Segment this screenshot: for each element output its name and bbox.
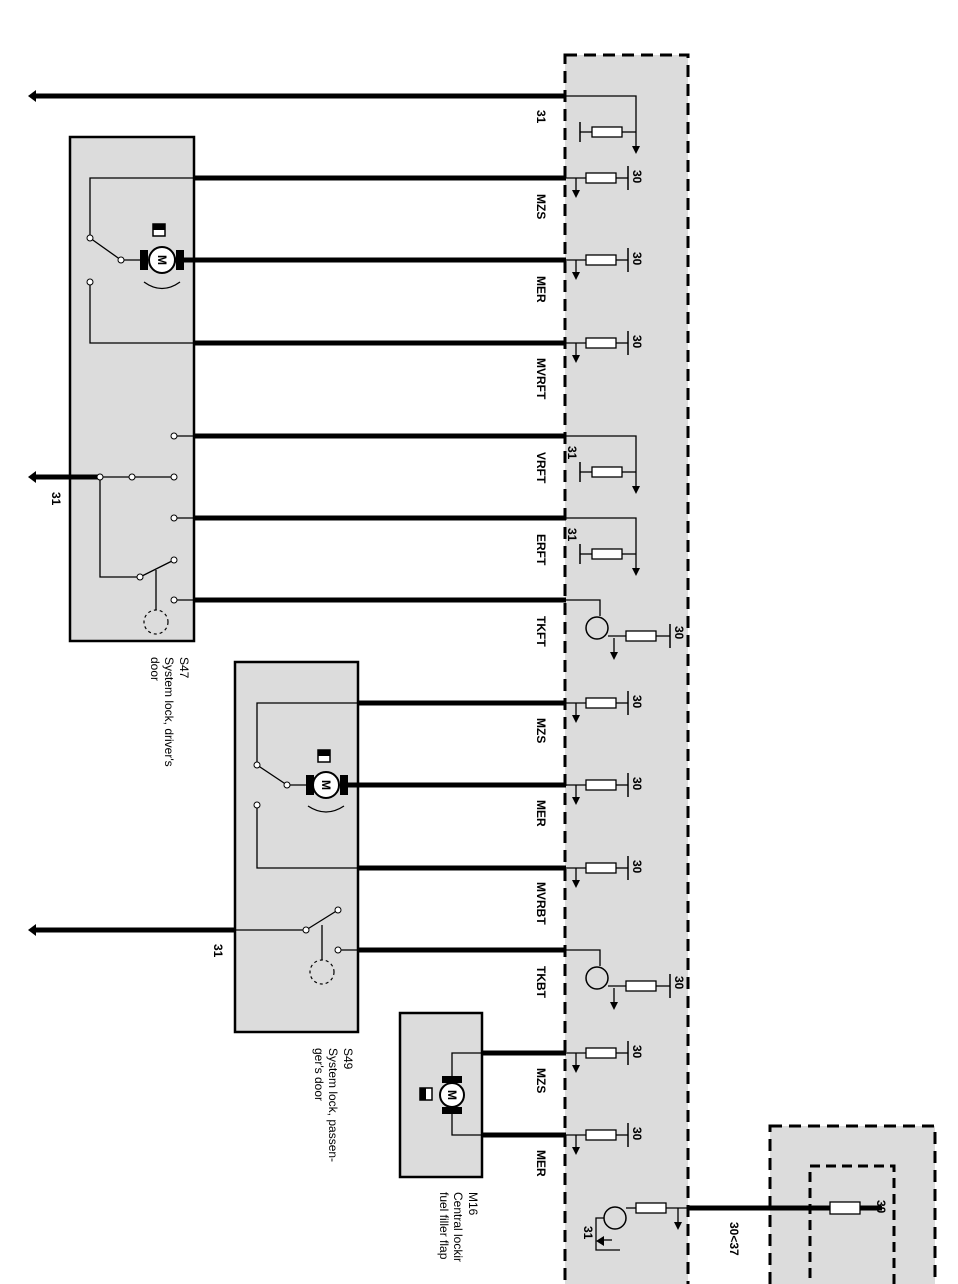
resistor xyxy=(585,697,617,709)
svg-text:System lock, passen-: System lock, passen- xyxy=(326,1048,340,1162)
s47-motor-icon: M xyxy=(140,223,184,290)
svg-text:M: M xyxy=(445,1090,459,1100)
ground-arrow xyxy=(632,146,640,154)
resistor xyxy=(585,779,617,791)
svg-text:ger's door: ger's door xyxy=(312,1048,326,1101)
transistor xyxy=(585,966,609,990)
terminal-label: 30 xyxy=(630,777,644,791)
pin-label-mzs-3: MZS xyxy=(534,1068,548,1093)
ground-arrow xyxy=(572,1065,580,1073)
pin-label-mer: MER xyxy=(534,276,548,303)
output-label: 30<37 xyxy=(727,1222,741,1256)
terminal-label: 30 xyxy=(630,252,644,266)
svg-text:S47: S47 xyxy=(177,657,191,679)
pin-label-mzs-2: MZS xyxy=(534,718,548,743)
pin-label-mzs: MZS xyxy=(534,194,548,219)
pin-label-vrft: VRFT xyxy=(534,452,548,484)
s49-ground-label: 31 xyxy=(211,944,225,958)
resistor xyxy=(585,254,617,266)
svg-text:Central lockir: Central lockir xyxy=(451,1192,465,1262)
resistor xyxy=(591,126,623,138)
pin-label-mer-3: MER xyxy=(534,1150,548,1177)
output-driver xyxy=(595,1201,861,1251)
svg-text:M16: M16 xyxy=(466,1192,480,1216)
s49-motor-icon: M xyxy=(306,749,348,813)
ground-arrow xyxy=(572,355,580,363)
pin-label-erft: ERFT xyxy=(534,534,548,566)
ground-arrow xyxy=(572,880,580,888)
s47-box xyxy=(68,135,196,643)
relay-terminal-label: 30 xyxy=(874,1200,888,1214)
terminal-label: 30 xyxy=(630,335,644,349)
pin-label-tkft: TKFT xyxy=(534,616,548,647)
ground-arrow xyxy=(632,568,640,576)
s47-internals xyxy=(86,177,194,635)
relay-box-inner xyxy=(808,1164,896,1284)
terminal-label: 30 xyxy=(672,626,686,640)
control-module-box xyxy=(563,53,690,1284)
ground-arrow xyxy=(632,486,640,494)
terminal-label: 30 xyxy=(672,976,686,990)
pin-label-tkbt: TKBT xyxy=(534,966,548,999)
s49-caption: S49 System lock, passen- ger's door xyxy=(312,1048,355,1162)
ground-arrow xyxy=(572,797,580,805)
svg-text:door: door xyxy=(148,657,162,681)
s47-caption: S47 System lock, driver's door xyxy=(148,657,191,767)
svg-text:M: M xyxy=(319,780,333,790)
module-circuits: 30 30 30 31 31 30 30 30 30 30 30 30 xyxy=(565,95,686,1155)
svg-text:M: M xyxy=(155,255,169,265)
s49-internals xyxy=(235,702,358,985)
ground-arrow xyxy=(572,190,580,198)
pin-label-mer-2: MER xyxy=(534,800,548,827)
bottom-terminal-label: 31 xyxy=(581,1226,595,1240)
transistor xyxy=(585,616,609,640)
terminal-label: 30 xyxy=(630,695,644,709)
resistor xyxy=(585,1047,617,1059)
s47-ground-label: 31 xyxy=(49,492,63,506)
pin-label-mvrft: MVRFT xyxy=(534,358,548,400)
ground-arrow xyxy=(572,715,580,723)
resistor xyxy=(585,1129,617,1141)
pin-label-mvrbt: MVRBT xyxy=(534,882,548,925)
resistor xyxy=(591,466,623,478)
s49-box xyxy=(233,660,360,1034)
pin-label-31: 31 xyxy=(534,110,548,124)
m16-caption: M16 Central lockir fuel filler flap xyxy=(437,1192,480,1262)
resistor xyxy=(625,980,657,992)
resistor xyxy=(585,172,617,184)
terminal-label: 30 xyxy=(630,1045,644,1059)
resistor xyxy=(585,337,617,349)
ground-arrow xyxy=(610,1002,618,1010)
terminal-label: 30 xyxy=(630,860,644,874)
terminal-label: 30 xyxy=(630,1127,644,1141)
base-line xyxy=(566,949,601,966)
svg-text:System lock, driver's: System lock, driver's xyxy=(162,657,176,767)
resistor xyxy=(585,862,617,874)
svg-text:fuel filler flap: fuel filler flap xyxy=(437,1192,451,1260)
ground-arrow xyxy=(572,1147,580,1155)
resistor xyxy=(625,630,657,642)
base-line xyxy=(566,599,601,616)
module-pin-labels: 31 MZS MER MVRFT VRFT ERFT TKFT MZS MER … xyxy=(534,110,548,1177)
svg-text:S49: S49 xyxy=(341,1048,355,1070)
m16-internals: M xyxy=(419,1052,482,1136)
harness-arrows xyxy=(28,90,36,936)
wire-harness xyxy=(32,93,882,1211)
ground-arrow xyxy=(610,652,618,660)
terminal-label: 31 xyxy=(565,446,579,460)
terminal-label: 31 xyxy=(565,528,579,542)
resistor xyxy=(591,548,623,560)
terminal-label: 30 xyxy=(630,170,644,184)
ground-arrow xyxy=(572,272,580,280)
